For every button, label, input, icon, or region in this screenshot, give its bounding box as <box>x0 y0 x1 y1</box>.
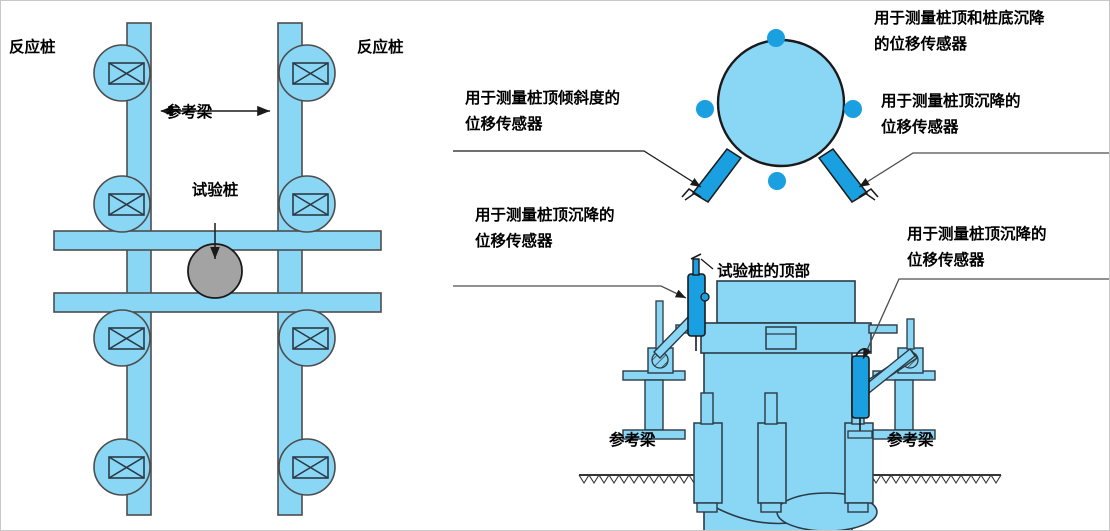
leader-line-top-settlement-sensor <box>858 152 1109 188</box>
label-inclination-sensor-line1: 用于测量桩顶倾斜度的 <box>465 88 620 107</box>
reference-beam-i-right <box>863 318 936 440</box>
label-reference-beam-left: 参考梁 <box>609 430 656 449</box>
label-top-settlement-sensor-line2: 位移传感器 <box>881 117 959 136</box>
pile-connector-cross <box>292 62 329 85</box>
anchor-pile-assembly-mid-right <box>278 175 336 233</box>
anchor-pile-assembly-low-right <box>278 309 336 367</box>
hydraulic-jack-center <box>757 392 787 513</box>
left-plan-view-group: 反应桩 反应桩 参考梁 试验桩 <box>9 22 404 516</box>
collar-gauge-box <box>765 326 797 350</box>
label-right-sensor-line1: 用于测量桩顶沉降的 <box>907 224 1047 243</box>
label-top-bottom-settlement-sensor-line2: 的位移传感器 <box>874 34 968 53</box>
sensor-probe <box>684 192 696 201</box>
pile-connector-cross <box>292 193 329 216</box>
anchor-pile-assembly-bottom-right <box>278 438 336 496</box>
collar-flange-right <box>868 324 898 334</box>
leader-line-inclination-sensor <box>453 150 702 188</box>
pile-connector-cross <box>108 62 145 85</box>
label-reaction-pile-right: 反应桩 <box>357 37 404 56</box>
anchor-pile-assembly-top-left <box>93 44 151 102</box>
leader-line-pile-top <box>700 258 714 270</box>
top-right-plan-view-group: 用于测量桩顶和桩底沉降 的位移传感器 用于测量桩顶倾斜度的 位移传感器 用于测量… <box>453 8 1109 203</box>
settlement-sensor-device-right <box>817 147 879 203</box>
sensor-knob <box>700 292 710 302</box>
sensor-base-plate <box>847 430 873 439</box>
vertical-reference-beam-right <box>277 22 303 516</box>
pile-connector-cross <box>108 456 145 479</box>
label-left-sensor-line2: 位移传感器 <box>475 231 553 250</box>
sensor-dot-bottom <box>768 172 786 190</box>
sensor-dot-top <box>767 29 785 47</box>
anchor-pile-assembly-mid-left <box>93 175 151 233</box>
sensor-tip <box>858 187 879 198</box>
pile-cross-section-circle <box>716 38 846 168</box>
hydraulic-jack-left <box>693 392 723 513</box>
sensor-body <box>851 355 870 419</box>
pile-connector-cross <box>108 327 145 350</box>
label-reference-beam-plan: 参考梁 <box>166 102 213 121</box>
label-top-bottom-settlement-sensor-line1: 用于测量桩顶和桩底沉降 <box>874 8 1045 27</box>
sensor-top-arm <box>690 253 702 260</box>
sensor-body <box>817 147 869 203</box>
sensor-dot-right <box>844 100 862 118</box>
beam-support-rod <box>655 300 664 350</box>
pile-connector-cross <box>292 456 329 479</box>
leader-line-right-settlement-sensor <box>862 278 1109 360</box>
reference-beam-i-left <box>622 300 698 440</box>
label-left-sensor-line1: 用于测量桩顶沉降的 <box>475 205 615 224</box>
bottom-right-elevation-view-group: 用于测量桩顶沉降的 位移传感器 用于测量桩顶沉降的 位移传感器 试验桩的顶部 参… <box>453 205 1109 530</box>
sensor-body <box>691 147 743 203</box>
sensor-dot-left <box>696 100 714 118</box>
label-reaction-pile-left: 反应桩 <box>9 37 56 56</box>
anchor-pile-assembly-top-right <box>278 44 336 102</box>
vertical-reference-beam-left <box>126 22 152 516</box>
displacement-sensor-left <box>687 253 710 351</box>
label-inclination-sensor-line2: 位移传感器 <box>465 114 543 133</box>
pile-connector-cross <box>108 193 145 216</box>
label-pile-top: 试验桩的顶部 <box>717 261 811 280</box>
sensor-body <box>687 273 706 337</box>
label-top-settlement-sensor-line1: 用于测量桩顶沉降的 <box>881 91 1021 110</box>
sensor-probe <box>864 192 876 201</box>
label-test-pile-plan: 试验桩 <box>192 180 239 199</box>
inclination-sensor-device-left <box>681 147 743 203</box>
leader-line-left-settlement-sensor <box>453 285 687 299</box>
anchor-pile-assembly-bottom-left <box>93 438 151 496</box>
sensor-tip <box>681 187 702 198</box>
sensor-stem <box>692 258 700 276</box>
pile-top-block <box>716 280 856 324</box>
beam-support-rod <box>906 318 915 350</box>
pile-connector-cross <box>292 327 329 350</box>
label-right-sensor-line2: 位移传感器 <box>907 250 985 269</box>
anchor-pile-assembly-low-left <box>93 309 151 367</box>
displacement-sensor-right <box>847 348 873 439</box>
label-reference-beam-right: 参考梁 <box>887 430 934 449</box>
